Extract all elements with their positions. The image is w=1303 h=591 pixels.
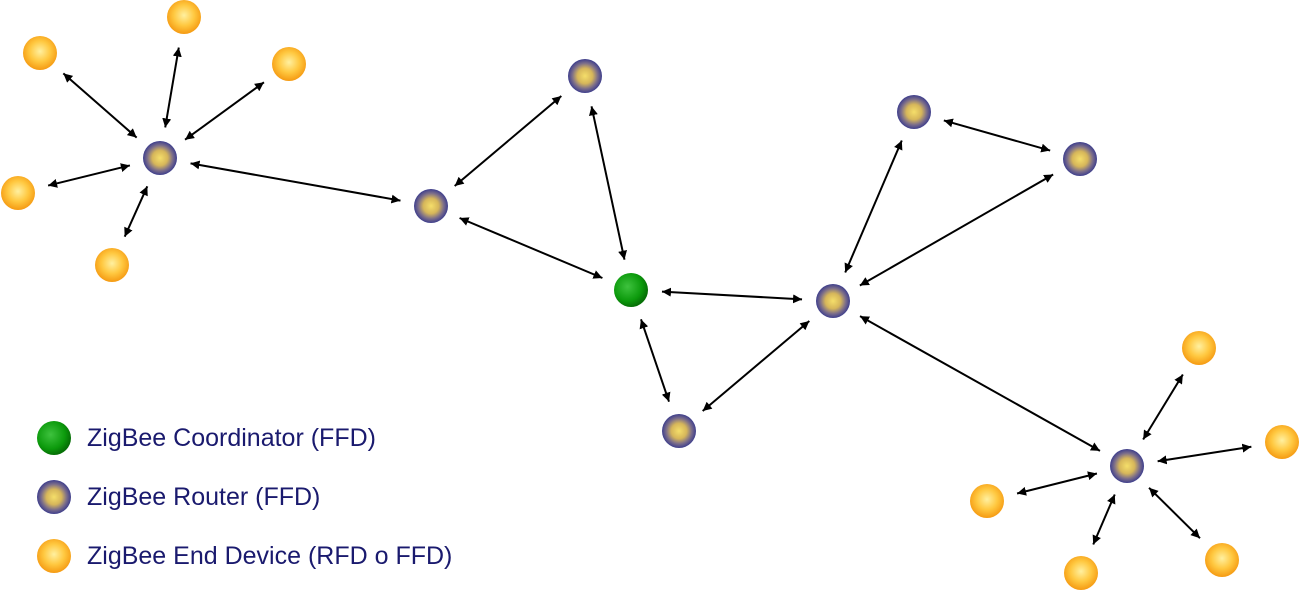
link-c-r5	[661, 287, 803, 304]
end-device-node-e1e	[95, 248, 129, 282]
link-r1-e1e	[123, 185, 149, 238]
link-r8-e8b	[1157, 443, 1252, 465]
router-legend-icon	[37, 480, 71, 514]
link-r5-r6	[844, 140, 903, 273]
link-r2-c	[459, 217, 603, 279]
link-r3-c	[589, 106, 627, 260]
end-device-node-e8c	[970, 484, 1004, 518]
coordinator-legend-icon	[37, 421, 71, 455]
end-device-node-e1b	[167, 0, 201, 34]
link-r5-r8	[859, 315, 1101, 452]
link-r5-r7	[859, 173, 1054, 287]
end-device-node-e8a	[1182, 331, 1216, 365]
router-node-r2	[414, 189, 448, 223]
link-r6-r7	[943, 118, 1051, 153]
legend-label-router: ZigBee Router (FFD)	[87, 483, 320, 511]
link-r8-e8d	[1092, 494, 1116, 545]
link-r8-e8a	[1142, 373, 1184, 441]
link-c-r4	[639, 319, 671, 402]
legend-item-coordinator: ZigBee Coordinator (FFD)	[37, 421, 376, 455]
link-r1-e1b	[162, 47, 182, 128]
link-r8-e8e	[1148, 487, 1201, 539]
end-device-node-e1d	[1, 176, 35, 210]
router-node-r7	[1063, 142, 1097, 176]
legend-item-end-device: ZigBee End Device (RFD o FFD)	[37, 539, 452, 573]
router-node-r6	[897, 95, 931, 129]
legend-label-coordinator: ZigBee Coordinator (FFD)	[87, 424, 376, 452]
legend: ZigBee Coordinator (FFD) ZigBee Router (…	[37, 421, 452, 573]
link-r1-r2	[190, 160, 401, 204]
link-r2-r3	[454, 95, 562, 187]
link-r4-r5	[702, 320, 810, 412]
end-device-legend-icon	[37, 539, 71, 573]
coordinator-node-c	[614, 273, 648, 307]
link-r1-e1c	[184, 81, 265, 141]
end-device-node-e8e	[1205, 543, 1239, 577]
link-r1-e1d	[47, 163, 131, 188]
link-r1-e1a	[62, 72, 138, 139]
router-node-r3	[568, 59, 602, 93]
end-device-node-e1c	[272, 47, 306, 81]
end-device-node-e8b	[1265, 425, 1299, 459]
end-device-node-e1a	[23, 36, 57, 70]
router-node-r1	[143, 141, 177, 175]
router-node-r5	[816, 284, 850, 318]
legend-item-router: ZigBee Router (FFD)	[37, 480, 320, 514]
end-device-node-e8d	[1064, 556, 1098, 590]
legend-label-end-device: ZigBee End Device (RFD o FFD)	[87, 542, 452, 570]
link-r8-e8c	[1016, 471, 1098, 496]
connection-links	[47, 47, 1252, 545]
router-node-r4	[662, 414, 696, 448]
router-node-r8	[1110, 449, 1144, 483]
